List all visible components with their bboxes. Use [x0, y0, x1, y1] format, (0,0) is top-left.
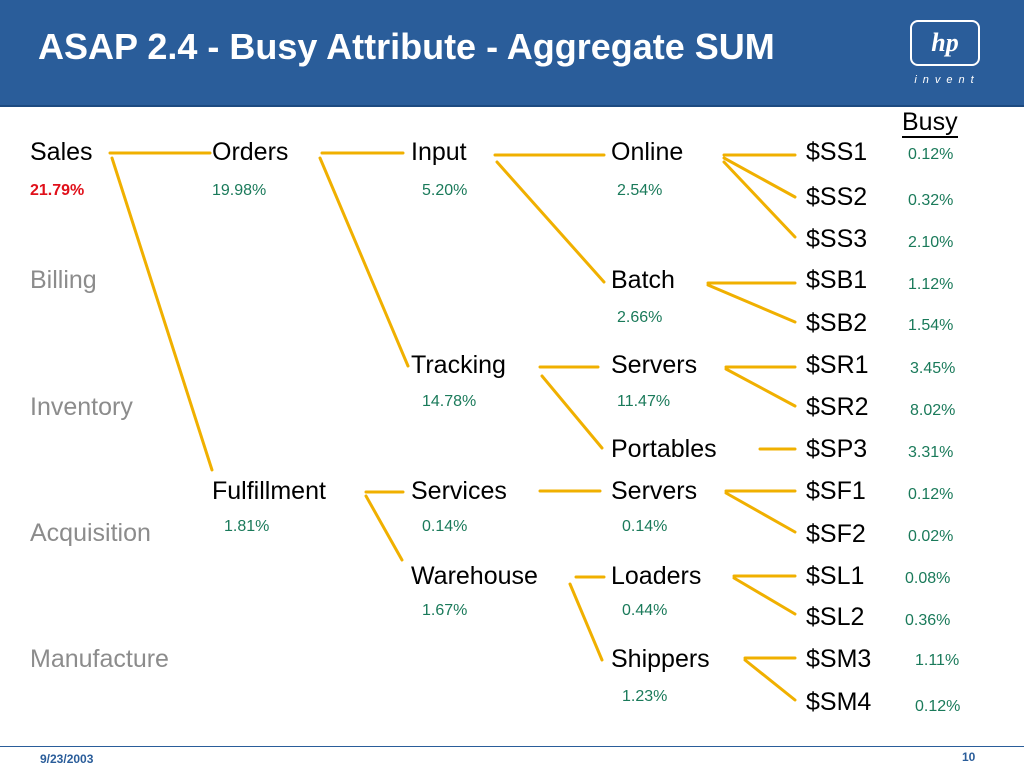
- busy-ss2: 0.32%: [908, 192, 954, 209]
- connector-loaders-sl2: [732, 576, 797, 616]
- node-batch: Batch: [611, 266, 675, 294]
- connector-servers-sr2: [724, 367, 797, 408]
- busy-column-header: Busy: [902, 108, 958, 138]
- busy-batch: 2.66%: [617, 309, 663, 326]
- leaf-sl2: $SL2: [806, 603, 865, 631]
- leaf-ss3: $SS3: [806, 225, 868, 253]
- node-fulfillment: Fulfillment: [212, 477, 326, 505]
- node-inventory: Inventory: [30, 393, 133, 421]
- busy-sf2: 0.02%: [908, 528, 954, 545]
- hp-logo-mark: hp: [931, 28, 959, 57]
- leaf-sm3: $SM3: [806, 645, 872, 673]
- connector-online-ss2: [722, 156, 797, 199]
- hp-logo: hp invent: [906, 18, 990, 90]
- node-services: Services: [411, 477, 507, 505]
- node-servers-tracking: Servers: [611, 351, 698, 379]
- busy-warehouse: 1.67%: [422, 602, 468, 619]
- node-tracking: Tracking: [411, 351, 506, 379]
- connector-online-ss3: [722, 160, 797, 239]
- busy-sb2: 1.54%: [908, 317, 954, 334]
- slide-title: ASAP 2.4 - Busy Attribute - Aggregate SU…: [38, 26, 775, 67]
- node-sales: Sales: [30, 138, 93, 166]
- leaf-sb1: $SB1: [806, 266, 868, 294]
- busy-ss3: 2.10%: [908, 234, 954, 251]
- connector-servers-sf2: [724, 491, 797, 534]
- busy-sp3: 3.31%: [908, 444, 954, 461]
- busy-online: 2.54%: [617, 182, 663, 199]
- busy-sl2: 0.36%: [905, 612, 951, 629]
- node-online: Online: [611, 138, 684, 166]
- busy-sm3: 1.11%: [915, 652, 960, 669]
- busy-servers-services: 0.14%: [622, 518, 668, 535]
- leaf-sr2: $SR2: [806, 393, 869, 421]
- node-input: Input: [411, 138, 467, 166]
- leaf-sb2: $SB2: [806, 309, 868, 337]
- busy-servers-tracking: 11.47%: [617, 393, 671, 410]
- connector-warehouse-shippers: [568, 582, 604, 662]
- leaf-sl1: $SL1: [806, 562, 865, 590]
- connector-shippers-sm4: [743, 658, 797, 702]
- node-orders: Orders: [212, 138, 289, 166]
- hp-logo-tagline: invent: [914, 74, 980, 86]
- busy-sales: 21.79%: [30, 182, 85, 199]
- busy-ss1: 0.12%: [908, 146, 954, 163]
- node-servers-services: Servers: [611, 477, 698, 505]
- busy-fulfillment: 1.81%: [224, 518, 270, 535]
- busy-input: 5.20%: [422, 182, 468, 199]
- busy-sl1: 0.08%: [905, 570, 951, 587]
- connector-tracking-portables: [540, 374, 604, 450]
- busy-sf1: 0.12%: [908, 486, 954, 503]
- busy-orders: 19.98%: [212, 182, 267, 199]
- footer-divider: [0, 746, 1024, 747]
- leaf-sf2: $SF2: [806, 520, 866, 548]
- node-portables: Portables: [611, 435, 717, 463]
- busy-tracking: 14.78%: [422, 393, 477, 410]
- node-acquisition: Acquisition: [30, 519, 151, 547]
- busy-column-header-label: Busy: [902, 108, 958, 138]
- node-shippers: Shippers: [611, 645, 710, 673]
- connector-fulfillment-warehouse: [364, 494, 404, 562]
- node-warehouse: Warehouse: [411, 562, 538, 590]
- busy-sr2: 8.02%: [910, 402, 956, 419]
- footer-date: 9/23/2003: [40, 752, 94, 766]
- title-bar: ASAP 2.4 - Busy Attribute - Aggregate SU…: [0, 0, 1024, 107]
- connector-batch-sb2: [706, 283, 797, 324]
- page-number: 10: [962, 750, 976, 764]
- busy-sr1: 3.45%: [910, 360, 956, 377]
- busy-loaders: 0.44%: [622, 602, 668, 619]
- busy-sb1: 1.12%: [908, 276, 954, 293]
- leaf-sp3: $SP3: [806, 435, 868, 463]
- leaf-ss1: $SS1: [806, 138, 868, 166]
- busy-sm4: 0.12%: [915, 698, 961, 715]
- hp-logo-badge: hp: [910, 20, 980, 66]
- node-loaders: Loaders: [611, 562, 702, 590]
- busy-services: 0.14%: [422, 518, 468, 535]
- connector-sales-fulfillment: [110, 156, 214, 472]
- leaf-sf1: $SF1: [806, 477, 866, 505]
- leaf-ss2: $SS2: [806, 183, 868, 211]
- leaf-sm4: $SM4: [806, 688, 872, 716]
- busy-shippers: 1.23%: [622, 688, 668, 705]
- connector-input-batch: [495, 160, 606, 284]
- connector-orders-tracking: [318, 156, 410, 368]
- node-manufacture: Manufacture: [30, 645, 169, 673]
- leaf-sr1: $SR1: [806, 351, 869, 379]
- node-billing: Billing: [30, 266, 97, 294]
